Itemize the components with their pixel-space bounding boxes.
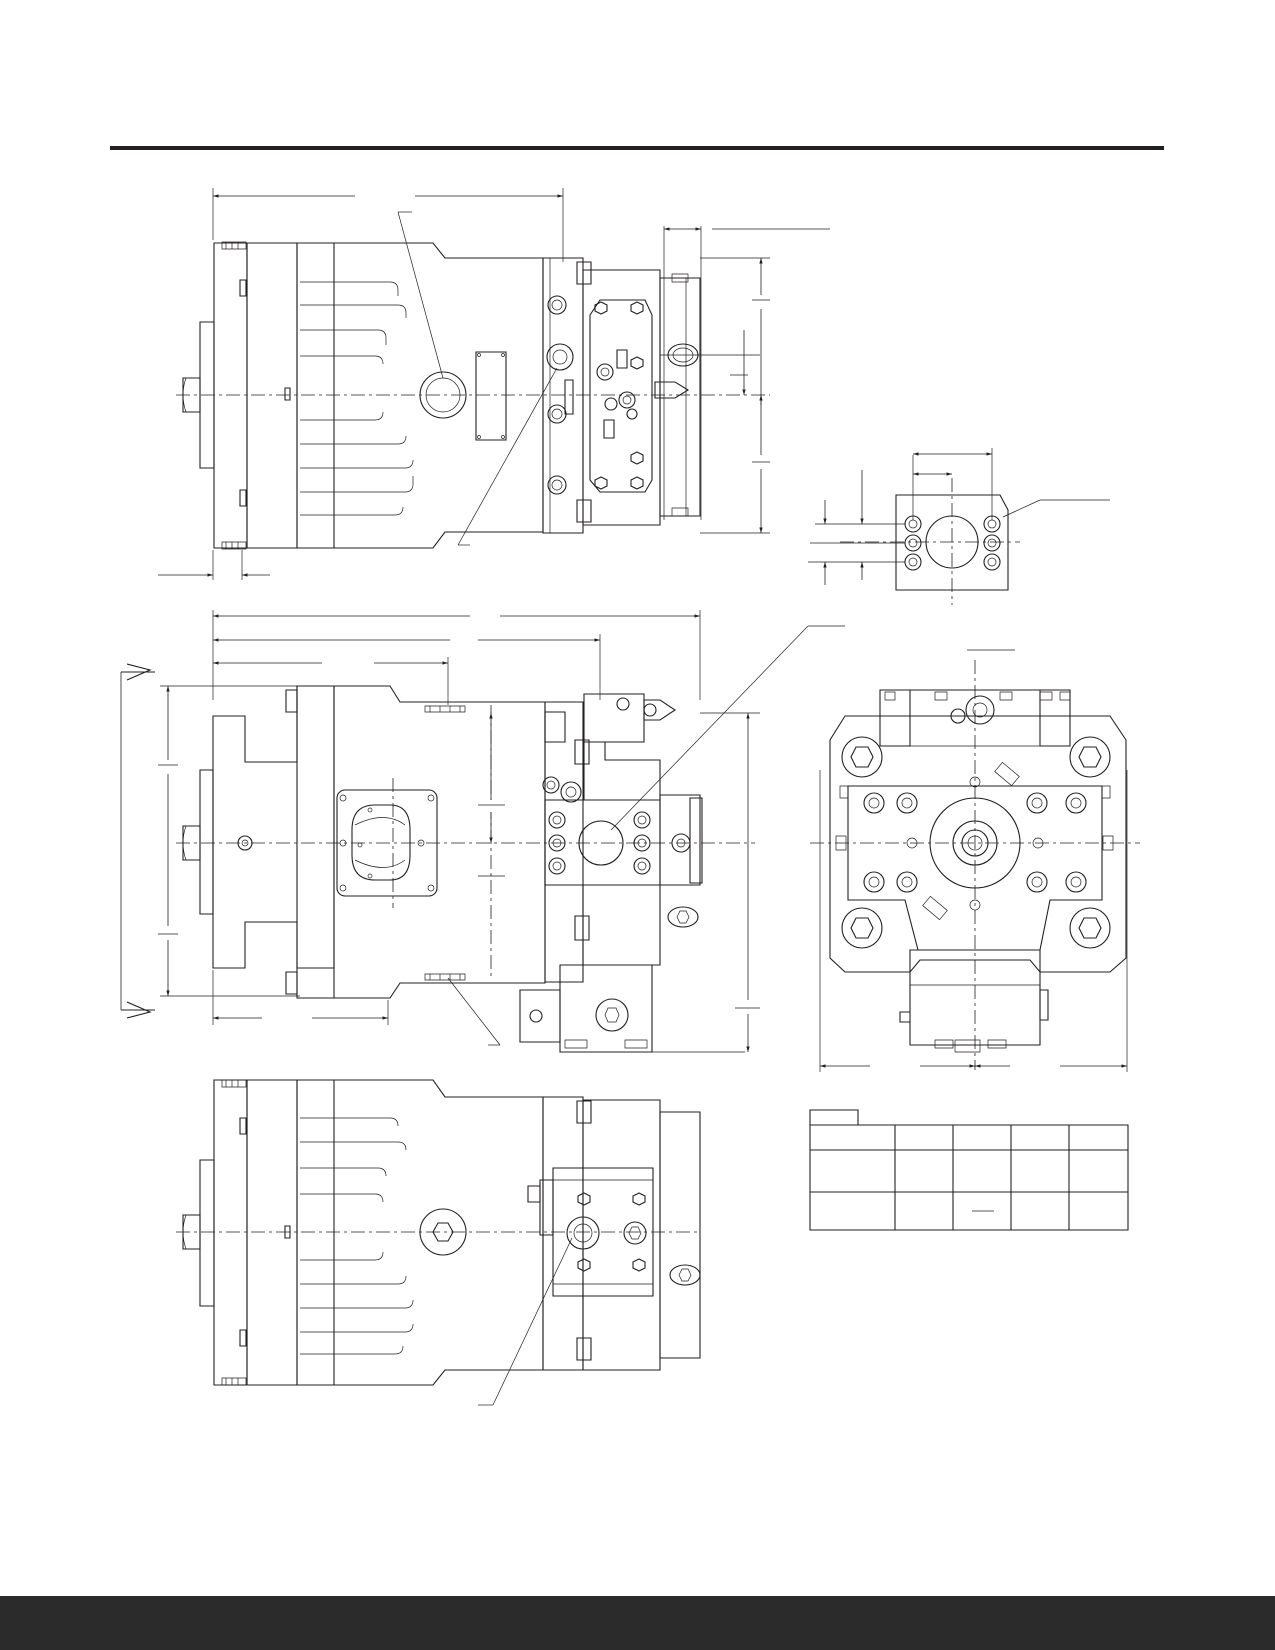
dimension-table (810, 1110, 1128, 1230)
case-drain-leader (448, 978, 500, 1045)
bottom-side-view (176, 1080, 700, 1405)
mounting-flange (214, 243, 247, 548)
control-valve (583, 270, 660, 525)
housing-ribs (300, 282, 413, 515)
bottom-port-leader (458, 368, 557, 545)
nameplate (476, 352, 506, 440)
control-valve-bolts (595, 302, 643, 489)
main-port-leader (611, 626, 808, 830)
end-cap-bolts (547, 296, 573, 494)
overall-length-dimension (0, 0, 563, 262)
top-side-view (0, 0, 830, 580)
port-leader-line (398, 212, 443, 378)
header-rule (110, 146, 1164, 150)
table-frame (810, 1125, 1128, 1230)
port-detail-view (808, 448, 1110, 605)
side-flange (213, 686, 334, 968)
end-view-bolt-pattern (864, 793, 1086, 892)
end-view-housing (830, 716, 1126, 972)
side-elevation-view (121, 610, 845, 1052)
bottom-valve-leader (493, 1238, 572, 1405)
end-view-corner-bolts (842, 737, 1110, 948)
end-view (810, 650, 1140, 1072)
footer-bar (0, 1596, 1275, 1650)
